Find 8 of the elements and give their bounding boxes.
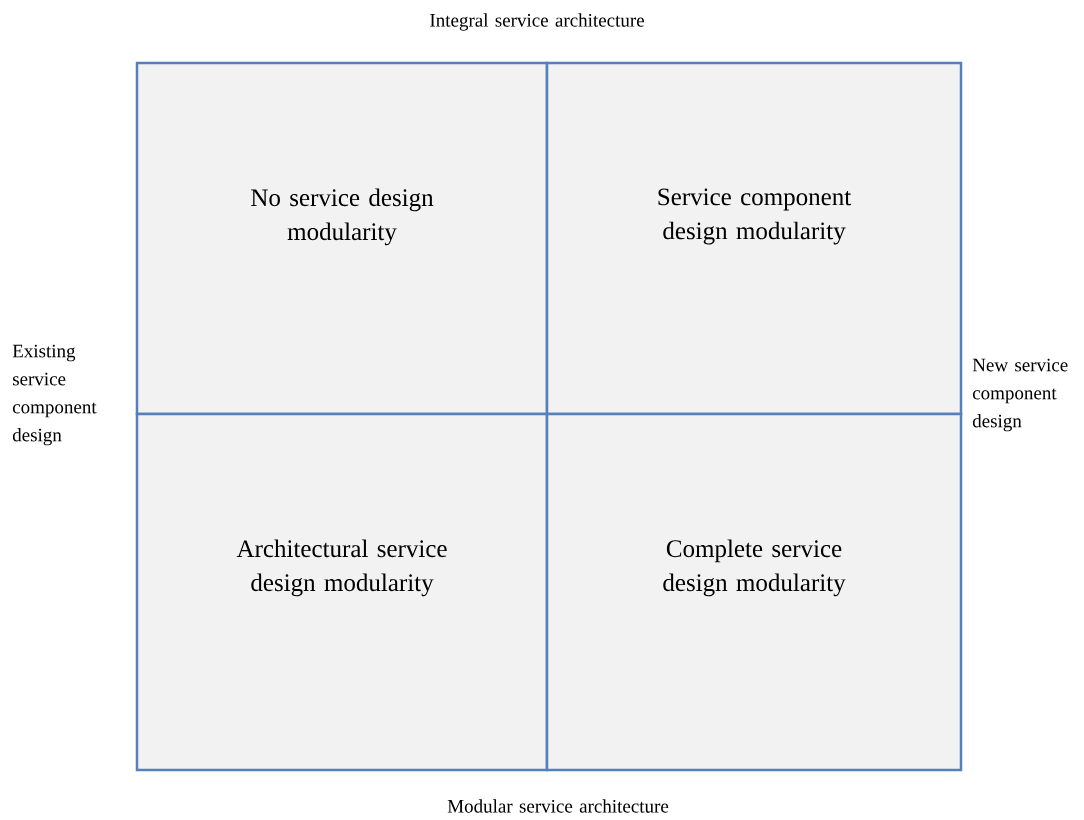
quadrant-box: Complete service design modularity — [545, 412, 963, 772]
axis-label: Existing service component design — [12, 344, 97, 446]
quadrant-box: Architectural service design modularity — [135, 412, 549, 772]
axis-label: New service component design — [972, 358, 1068, 432]
axis-label: Modular service architecture — [447, 799, 669, 813]
quadrant-box: Service component design modularity — [545, 61, 963, 416]
axis-label: Integral service architecture — [430, 13, 644, 31]
quadrant-box: No service design modularity — [135, 61, 549, 416]
